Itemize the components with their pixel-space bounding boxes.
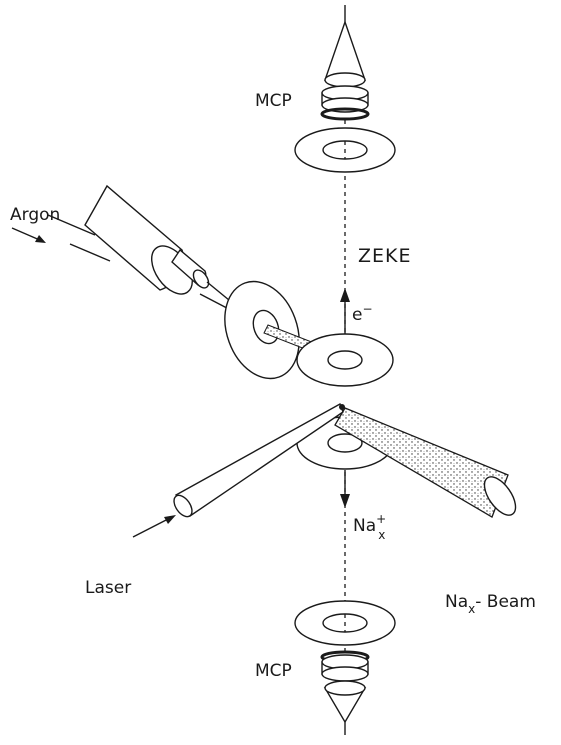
argon-nozzle bbox=[47, 184, 247, 319]
nax-cluster-beam bbox=[334, 407, 517, 518]
interaction-point bbox=[339, 404, 345, 410]
electron-label: e− bbox=[352, 302, 373, 325]
argon-inlet-arrow bbox=[11, 227, 46, 243]
grid-plate-bottom bbox=[294, 600, 396, 646]
grid-plate-top bbox=[294, 127, 396, 173]
mcp-bottom-label: MCP bbox=[255, 661, 292, 681]
zeke-label: ZEKE bbox=[358, 245, 412, 267]
mcp-top-label: MCP bbox=[255, 91, 292, 111]
mcp-detector-bottom bbox=[320, 650, 370, 724]
mcp-detector-top bbox=[320, 19, 370, 121]
laser-beam bbox=[173, 402, 344, 518]
ion-label: Na+x bbox=[353, 512, 386, 542]
electron-arrow bbox=[340, 288, 350, 340]
ion-arrow bbox=[340, 470, 350, 508]
laser-label: Laser bbox=[85, 578, 131, 598]
extraction-plate-upper bbox=[296, 333, 394, 387]
argon-label: Argon bbox=[10, 205, 60, 225]
nax-beam-label: Nax- Beam bbox=[445, 592, 536, 616]
laser-input-arrow bbox=[132, 515, 176, 538]
skimmer-disc bbox=[224, 280, 300, 380]
